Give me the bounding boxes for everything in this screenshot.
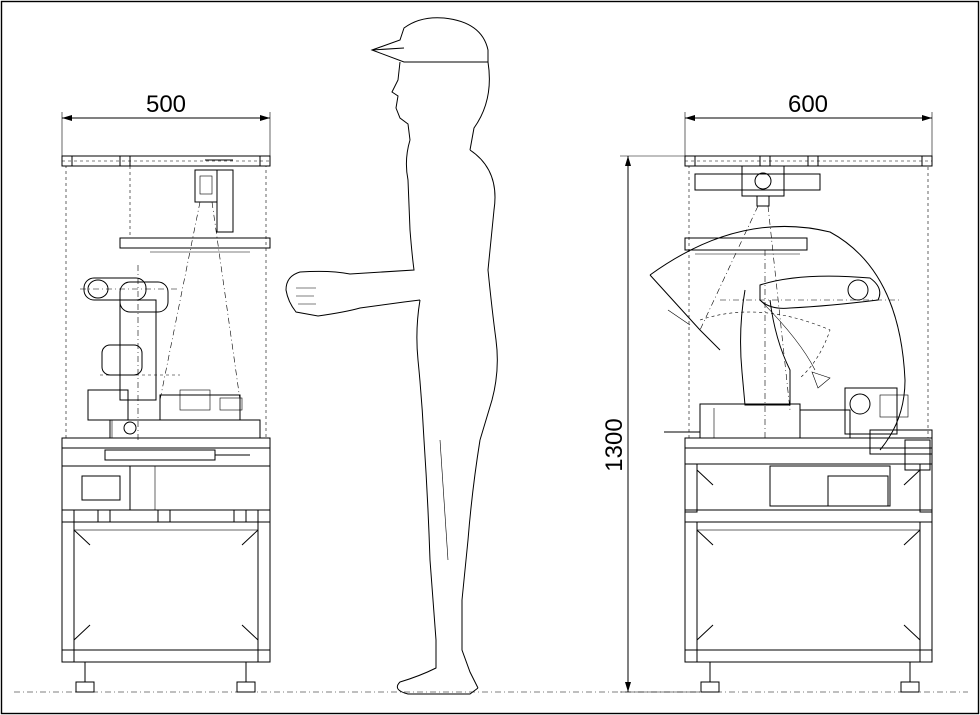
right-width-label: 600: [788, 91, 828, 118]
left-robot-arm: [80, 265, 180, 440]
height-label: 1300: [601, 418, 628, 471]
right-robot-arm: [699, 250, 900, 440]
height-dimension: 1300: [601, 155, 700, 693]
left-machine: 500: [61, 91, 271, 693]
left-width-dimension: 500: [61, 91, 271, 160]
right-machine: 600: [649, 91, 933, 693]
right-width-dimension: 600: [684, 91, 933, 160]
left-width-label: 500: [146, 91, 186, 118]
person-silhouette: [285, 17, 498, 695]
